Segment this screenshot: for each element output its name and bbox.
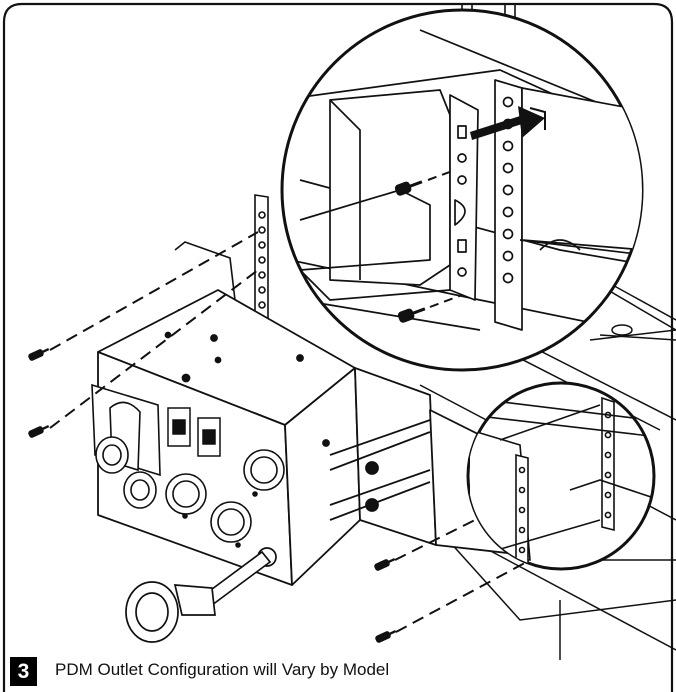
screw-icon [28,347,397,643]
zoom-screw-paths [427,169,463,308]
breaker-icon [167,407,221,457]
left-mounting-ear [174,194,269,321]
step-number-badge: 3 [10,657,37,686]
rotary-switch-icon [91,383,161,509]
power-plug-icon [125,547,277,643]
detail-circle-bottom [466,381,656,571]
arrow-icon [470,106,546,140]
outlet-icon [165,449,285,548]
detail-circle-top [280,8,644,372]
step-caption: PDM Outlet Configuration will Vary by Mo… [55,660,390,679]
screw-icon [394,180,426,323]
